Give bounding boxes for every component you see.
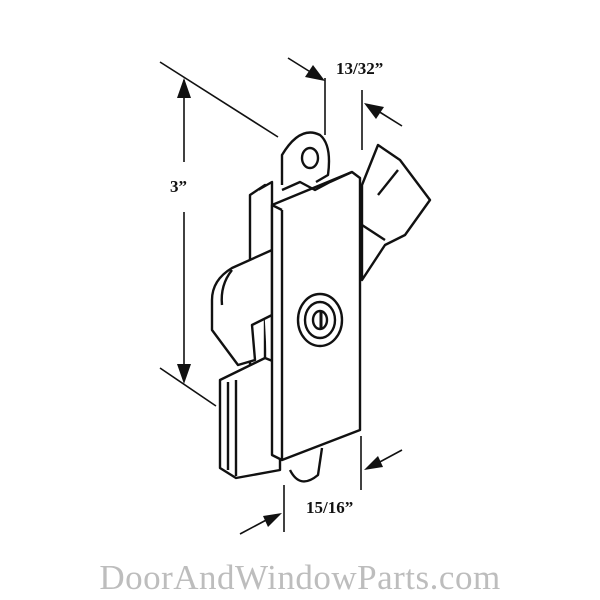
depth-dimension bbox=[287, 57, 403, 150]
height-dimension bbox=[159, 61, 279, 407]
width-dimension bbox=[239, 436, 403, 535]
width-label: 15/16” bbox=[306, 498, 354, 517]
depth-label: 13/32” bbox=[336, 59, 384, 78]
lock-body bbox=[210, 131, 432, 483]
watermark: DoorAndWindowParts.com bbox=[99, 558, 501, 597]
height-label: 3” bbox=[170, 177, 187, 196]
